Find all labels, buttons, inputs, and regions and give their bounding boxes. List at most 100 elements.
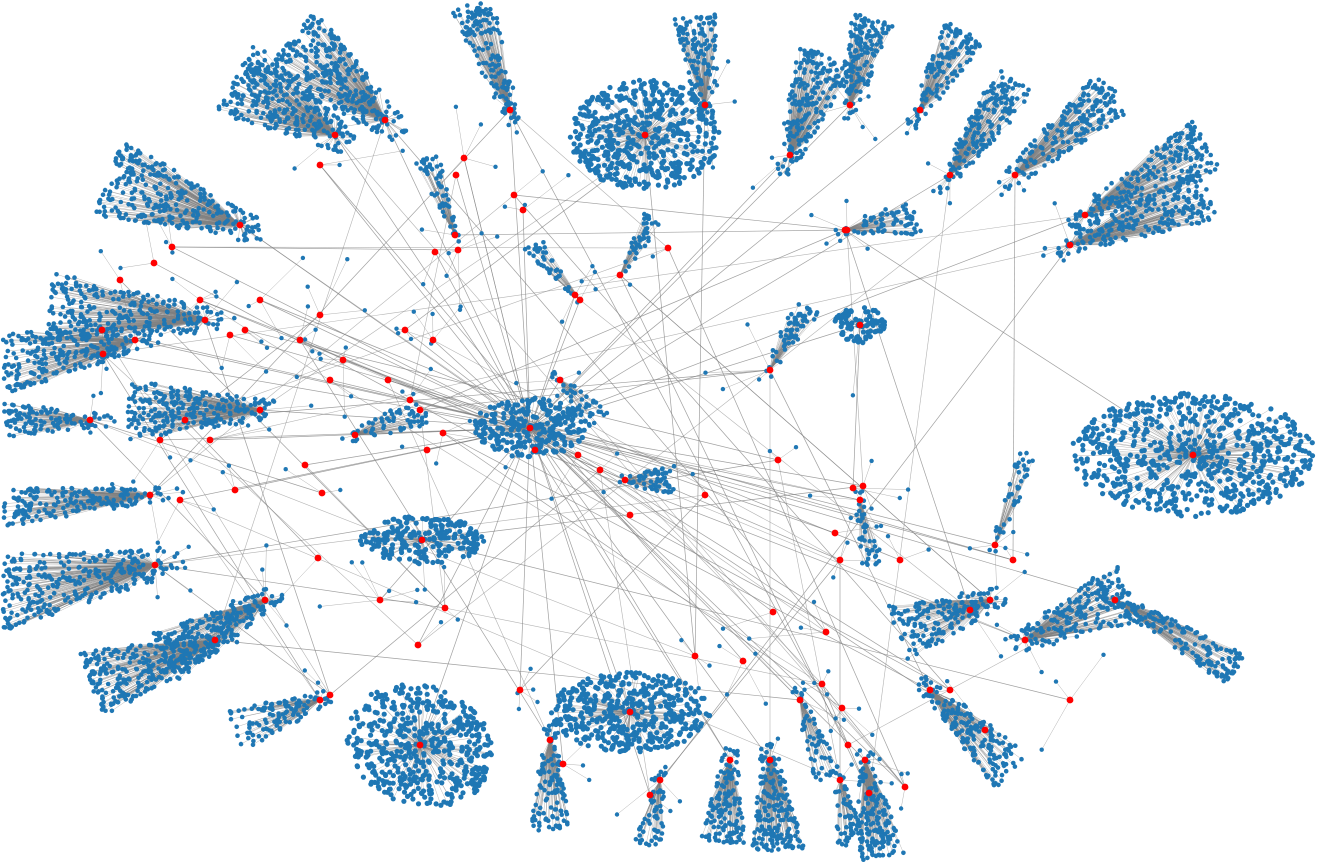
graph-edge	[529, 427, 986, 731]
graph-edge	[519, 427, 531, 691]
graph-edge	[559, 379, 906, 788]
graph-edge	[961, 593, 991, 601]
graph-edge	[214, 639, 801, 701]
graph-edge	[319, 164, 531, 429]
graph-edge	[604, 134, 646, 156]
graph-edge	[101, 329, 331, 696]
graph-edge	[1192, 450, 1256, 456]
graph-edge	[379, 427, 531, 601]
graph-edge	[599, 469, 651, 796]
graph-edge	[419, 409, 861, 501]
graph-edge	[938, 599, 991, 641]
graph-edge	[199, 299, 823, 685]
graph-edge	[417, 174, 1016, 646]
graph-edge	[635, 134, 646, 182]
graph-edge	[384, 119, 827, 633]
graph-edge	[935, 599, 991, 644]
graph-edge	[509, 109, 531, 429]
graph-edge	[769, 369, 931, 691]
graph-edge	[529, 427, 651, 796]
graph-edge	[629, 687, 691, 713]
graph-edge	[229, 334, 1014, 561]
graph-edge	[1069, 220, 1099, 246]
graph-edge	[442, 432, 931, 691]
graph-edge	[149, 109, 511, 496]
graph-edge	[529, 427, 864, 487]
graph-edge	[434, 251, 531, 429]
graph-edge	[209, 244, 1071, 441]
graph-edge	[864, 759, 884, 798]
graph-edge	[1084, 438, 1194, 456]
graph-edge	[1192, 406, 1205, 456]
graph-edge	[1166, 454, 1194, 481]
graph-edge	[694, 104, 706, 657]
graph-edge	[421, 539, 1071, 701]
graph-edge	[455, 174, 531, 429]
graph-edge	[479, 427, 531, 436]
graph-edge	[154, 494, 706, 566]
graph-edge	[134, 339, 531, 429]
graph-edge	[419, 229, 846, 411]
graph-edge	[629, 711, 633, 735]
graph-edge	[644, 134, 649, 185]
graph-edge	[1014, 113, 1068, 176]
graph-edge	[421, 539, 440, 556]
graph-edge	[929, 689, 989, 748]
graph-edge	[1137, 454, 1194, 487]
graph-edge	[387, 379, 551, 741]
graph-edge	[529, 427, 866, 761]
graph-edge	[929, 689, 990, 746]
graph-edge	[1148, 454, 1194, 494]
graph-edge	[529, 427, 771, 761]
graph-edge	[864, 759, 904, 853]
graph-edge	[1164, 454, 1194, 506]
graph-edge	[644, 111, 672, 136]
graph-edge	[214, 119, 386, 641]
graph-edge	[821, 683, 906, 788]
graph-edge	[329, 469, 601, 696]
graph-edge	[419, 711, 464, 746]
graph-edge	[769, 759, 782, 809]
graph-edge	[600, 134, 646, 180]
graph-edge	[204, 319, 331, 696]
graph-edge	[184, 247, 669, 421]
graph-edge	[529, 427, 841, 561]
graph-edge	[519, 494, 706, 691]
graph-edge	[667, 247, 906, 788]
graph-edge	[959, 596, 991, 601]
graph-edge	[607, 134, 646, 177]
graph-edge	[644, 134, 681, 164]
graph-edge	[171, 246, 459, 251]
graph-edge	[171, 246, 669, 249]
graph-edge	[179, 427, 531, 501]
graph-edge	[184, 369, 771, 421]
graph-edge	[529, 427, 996, 546]
graph-edge	[846, 229, 864, 487]
graph-edge	[868, 174, 951, 794]
graph-edge	[599, 469, 951, 691]
graph-edge	[643, 134, 646, 183]
graph-edge	[852, 324, 861, 489]
graph-edge	[89, 419, 323, 494]
graph-edge	[1114, 599, 1201, 664]
graph-edge	[179, 499, 841, 781]
graph-edge	[529, 427, 631, 713]
graph-edge	[529, 427, 1014, 561]
graph-edge	[619, 274, 991, 601]
graph-edge	[529, 427, 836, 534]
graph-edge	[419, 427, 531, 746]
graph-edge	[419, 409, 446, 609]
graph-edge	[334, 134, 531, 429]
graph-edge	[529, 294, 576, 429]
graph-edge	[1014, 91, 1116, 176]
graph-edge	[564, 699, 631, 713]
graph-edge	[442, 432, 843, 709]
graph-edge	[319, 164, 744, 662]
graph-edge	[184, 419, 319, 559]
graph-edge	[529, 427, 906, 788]
graph-edge	[419, 696, 442, 746]
graph-edge	[244, 329, 779, 461]
graph-edge	[509, 109, 849, 746]
graph-edge	[259, 299, 531, 429]
graph-edge	[334, 134, 906, 788]
